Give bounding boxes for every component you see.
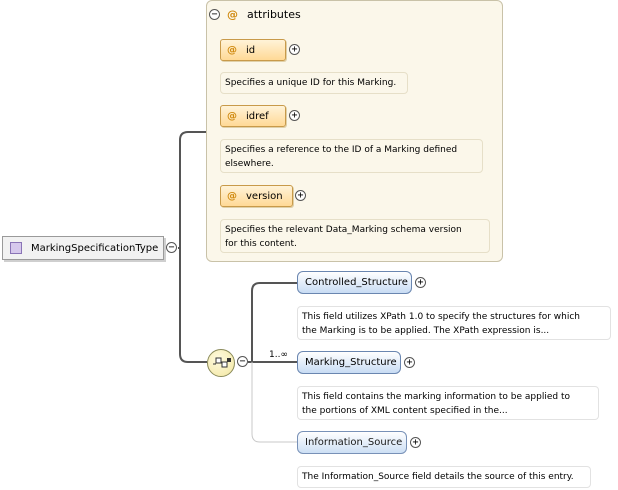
type-name: MarkingSpecificationType (31, 242, 159, 254)
sequence-icon (213, 357, 231, 368)
expand-idref-toggle[interactable]: + (289, 110, 300, 121)
multiplicity-label: 1..∞ (269, 350, 288, 360)
expand-information-source-toggle[interactable]: + (410, 437, 421, 448)
expand-version-toggle[interactable]: + (295, 190, 306, 201)
complex-type-box[interactable]: MarkingSpecificationType (2, 236, 164, 260)
attribute-name: version (246, 190, 283, 202)
element-information-source[interactable]: Information_Source (297, 431, 407, 454)
complex-type-icon (10, 242, 22, 254)
connector-seq-to-controlled (251, 282, 297, 362)
attribute-doc-version: Specifies the relevant Data_Marking sche… (220, 219, 490, 253)
expand-id-toggle[interactable]: + (289, 44, 300, 55)
element-doc-controlled-structure: This field utilizes XPath 1.0 to specify… (297, 306, 611, 340)
attribute-at-icon: @ (227, 44, 237, 56)
attribute-at-icon: @ (227, 110, 237, 122)
attributes-at-icon: @ (227, 8, 238, 21)
collapse-type-toggle[interactable]: − (166, 242, 177, 253)
attribute-name: idref (246, 110, 269, 122)
connector-type-to-seq (179, 248, 207, 363)
element-doc-information-source: The Information_Source field details the… (297, 466, 591, 488)
expand-marking-structure-toggle[interactable]: + (404, 357, 415, 368)
connector-type-to-sequence (178, 131, 206, 249)
attribute-doc-id: Specifies a unique ID for this Marking. (220, 72, 408, 94)
attributes-title: attributes (247, 8, 301, 21)
attribute-at-icon: @ (227, 190, 237, 202)
attribute-version[interactable]: @ version (220, 185, 293, 207)
attribute-id[interactable]: @ id (220, 39, 286, 61)
element-doc-marking-structure: This field contains the marking informat… (297, 386, 599, 420)
connector-seq-to-information (251, 362, 297, 443)
element-marking-structure[interactable]: Marking_Structure (297, 351, 401, 374)
expand-controlled-structure-toggle[interactable]: + (415, 277, 426, 288)
collapse-sequence-toggle[interactable]: − (237, 356, 248, 367)
attribute-name: id (246, 44, 256, 56)
attribute-doc-idref: Specifies a reference to the ID of a Mar… (220, 139, 483, 173)
collapse-attributes-toggle[interactable]: − (209, 9, 220, 20)
attribute-idref[interactable]: @ idref (220, 105, 286, 127)
sequence-compositor[interactable] (207, 349, 235, 377)
element-controlled-structure[interactable]: Controlled_Structure (297, 271, 412, 294)
